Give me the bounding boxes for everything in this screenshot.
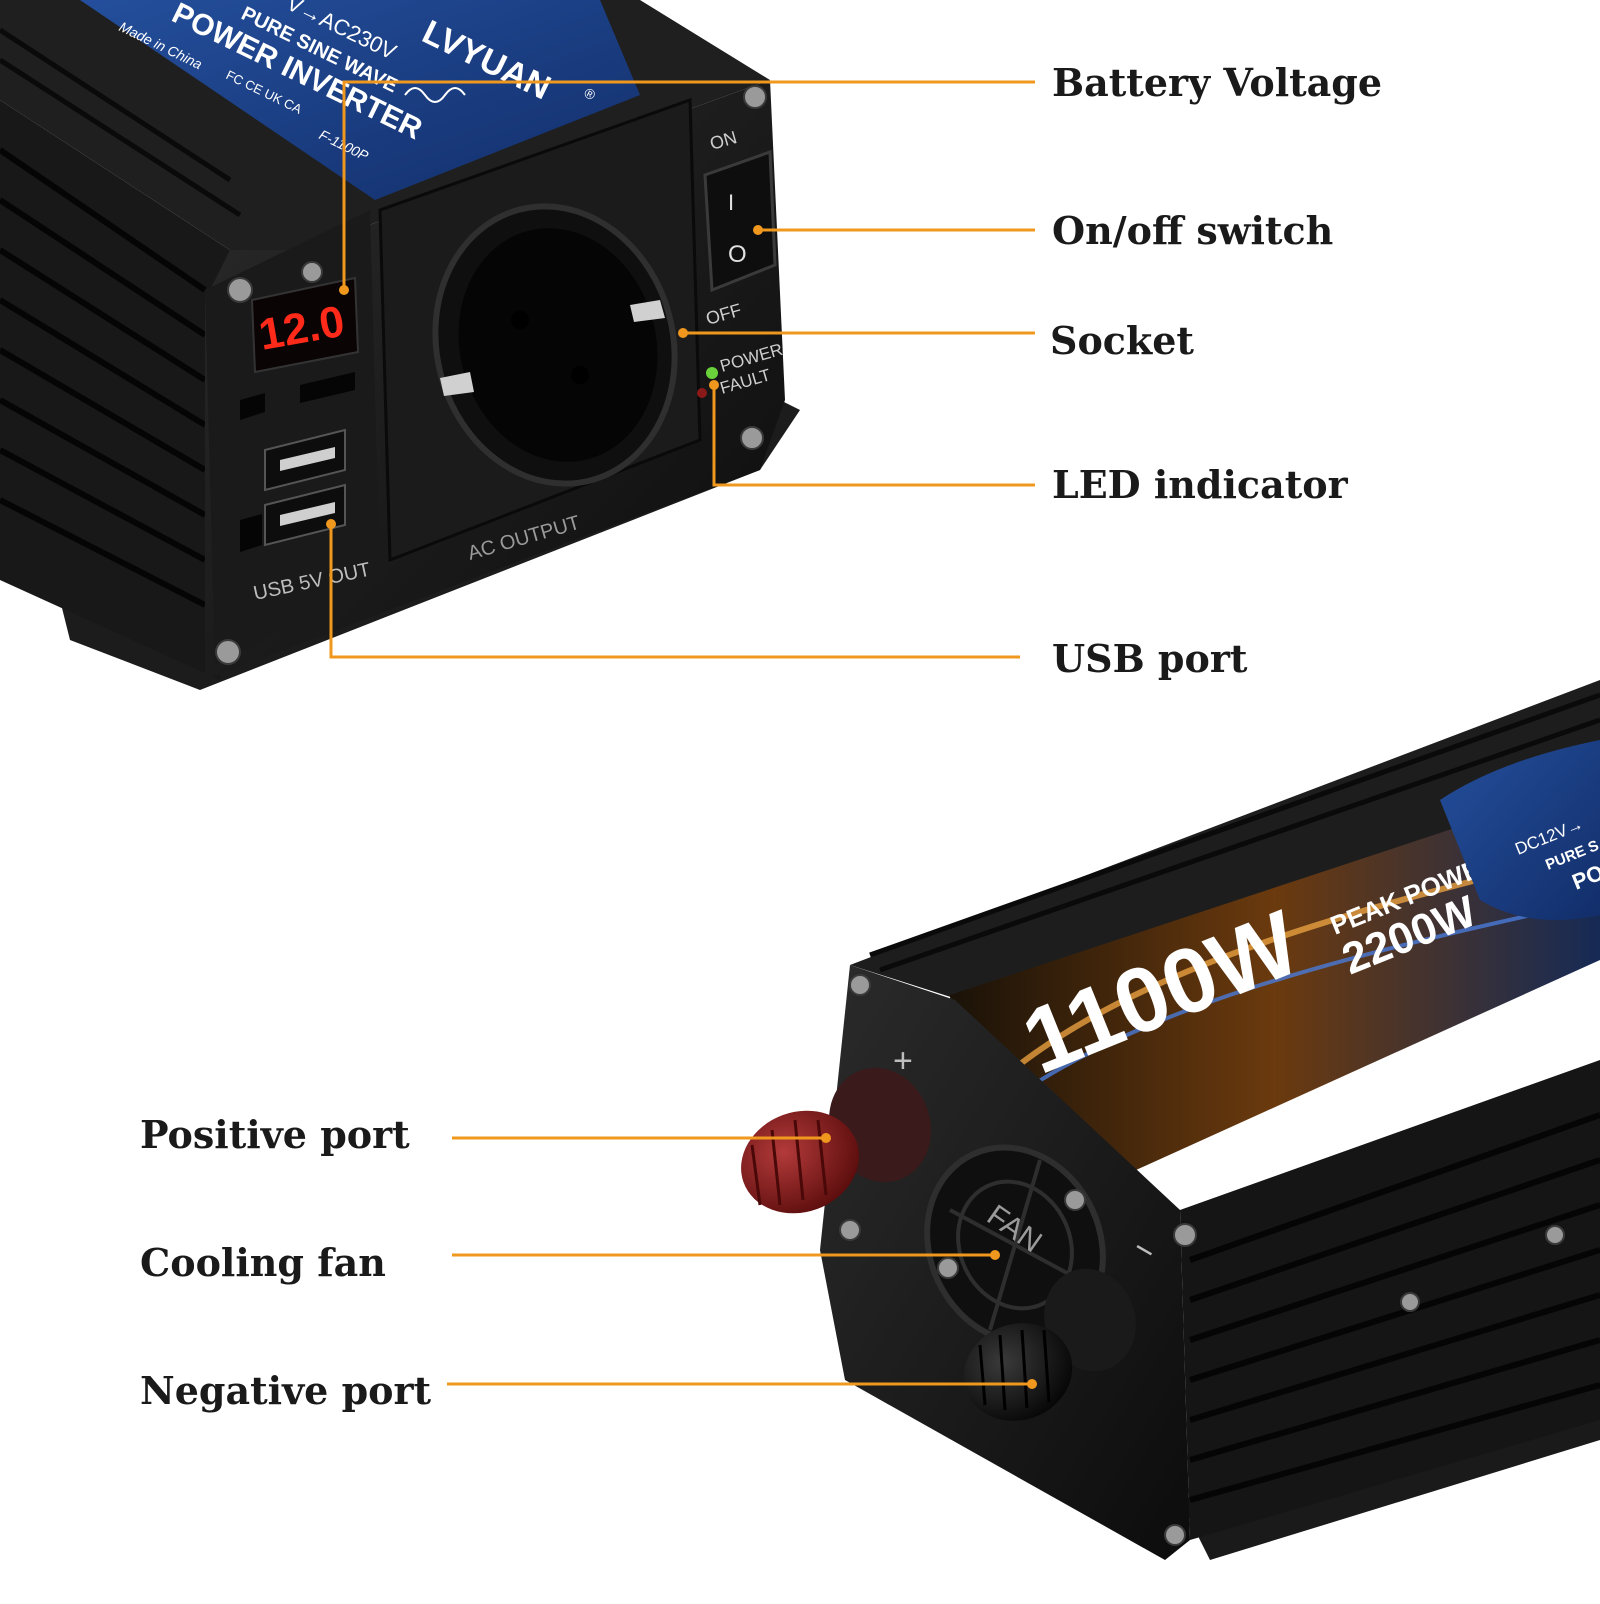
switch-i-glyph: I (728, 190, 734, 215)
fan-screw-icon (839, 1219, 861, 1241)
screw-icon (849, 974, 1565, 1546)
ac-socket[interactable] (405, 179, 705, 511)
leader-battery-voltage (342, 80, 1035, 290)
callout-negative-port: Negative port (140, 1368, 432, 1413)
sine-wave-icon (404, 87, 466, 103)
earth-clip-left (440, 372, 474, 396)
plus-symbol: + (893, 1042, 913, 1080)
rear-inverter: 1100W PEAK POWER 2200W DC12V→ PURE S PO … (741, 680, 1600, 1560)
callout-usb-port: USB port (1052, 636, 1248, 681)
usb-port-upper[interactable] (264, 428, 346, 492)
callout-cooling-fan: Cooling fan (140, 1240, 386, 1285)
screw-icon (215, 85, 767, 665)
front-brand-label (80, 0, 640, 200)
fan-screw-icon (937, 1257, 959, 1279)
callout-battery-voltage: Battery Voltage (1052, 60, 1383, 105)
callout-positive-port: Positive port (140, 1112, 410, 1157)
fault-led (697, 388, 707, 398)
power-led (706, 367, 718, 379)
callout-socket: Socket (1050, 318, 1194, 363)
earth-clip-right (630, 300, 665, 322)
usb-port-lower[interactable] (264, 483, 346, 547)
negative-terminal[interactable] (950, 1256, 1150, 1436)
leader-dots (326, 225, 1037, 1389)
front-inverter: LVYUAN ® V→AC230V PURE SINE WAVE POWER I… (0, 0, 800, 690)
callout-on-off-switch: On/off switch (1052, 208, 1334, 253)
leader-lines (329, 80, 1035, 1386)
rear-brand-label (1440, 740, 1600, 920)
power-banner (950, 780, 1600, 1175)
callout-led-indicator: LED indicator (1052, 462, 1348, 507)
power-switch[interactable]: I O (703, 149, 777, 293)
fan-screw-icon (1064, 1189, 1086, 1211)
leader-led-indicator (712, 385, 1035, 487)
leader-usb-port (329, 524, 1020, 659)
battery-voltage-display: 12.0 (250, 276, 360, 374)
switch-o-glyph: O (728, 241, 747, 268)
